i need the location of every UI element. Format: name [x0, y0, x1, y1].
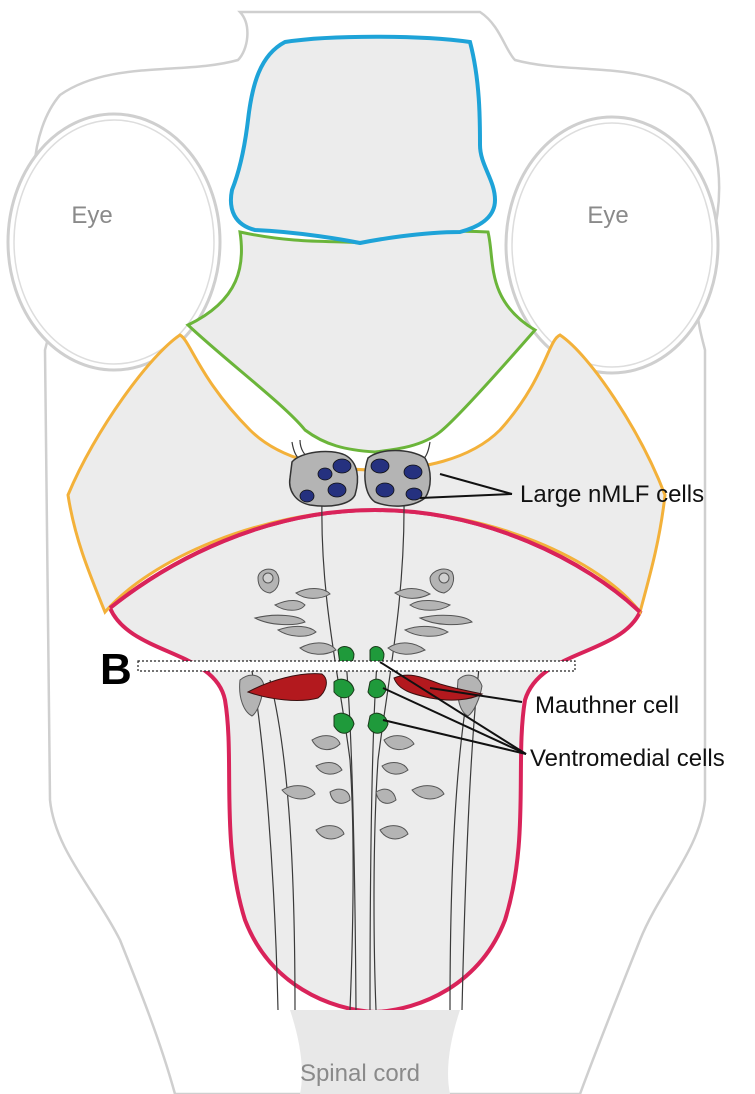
telencephalon-region	[231, 37, 495, 243]
label-ventromedial: Ventromedial cells	[530, 745, 725, 772]
label-section-b: B	[100, 645, 132, 694]
label-spinal-cord: Spinal cord	[300, 1060, 420, 1087]
left-eye	[8, 114, 220, 370]
right-eye	[506, 117, 718, 373]
section-b-line	[138, 661, 575, 671]
label-eye-right: Eye	[587, 202, 628, 229]
label-mauthner: Mauthner cell	[535, 692, 679, 719]
label-eye-left: Eye	[71, 202, 112, 229]
label-nmlf: Large nMLF cells	[520, 481, 704, 508]
